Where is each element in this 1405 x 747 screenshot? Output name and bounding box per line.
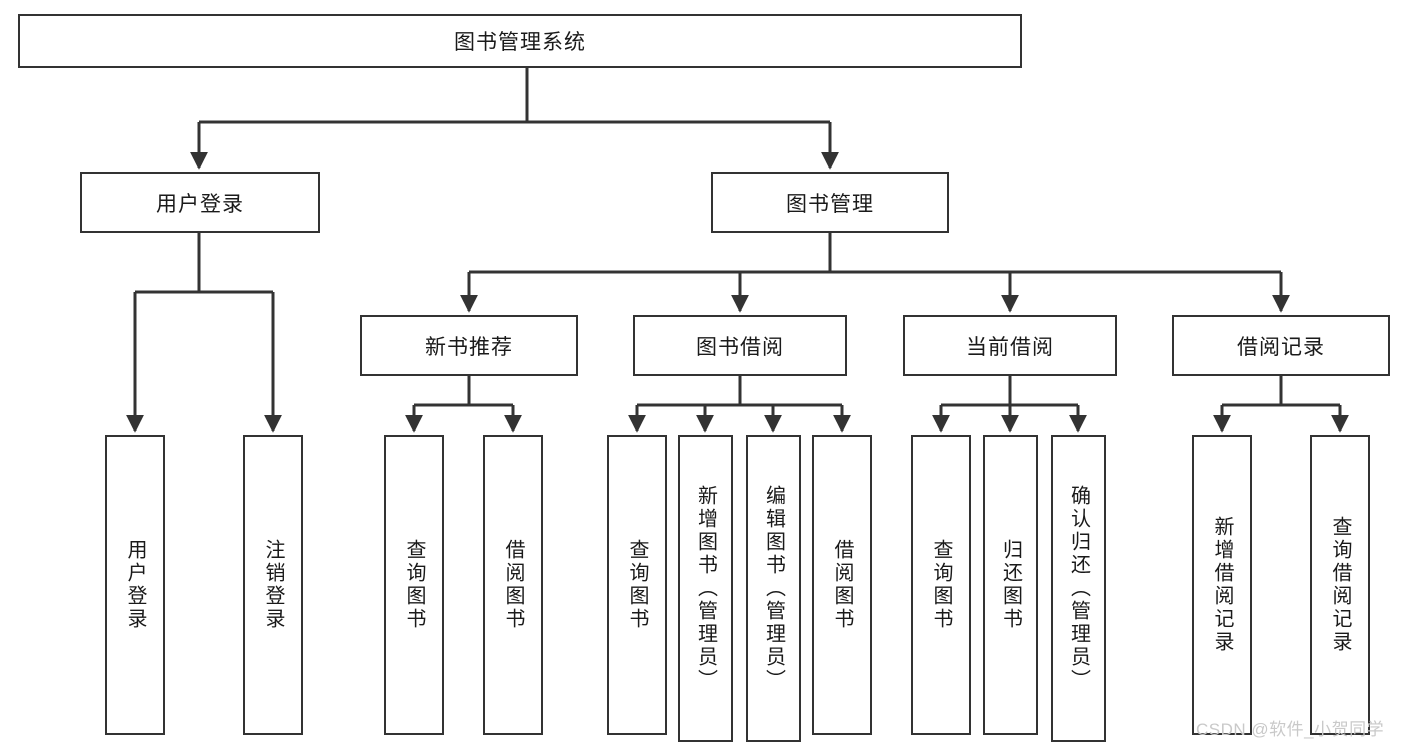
node-root-label: 图书管理系统 xyxy=(454,31,586,54)
leaf-user-logout-label: 注销登录 xyxy=(262,539,284,631)
leaf-confirm-return[interactable]: 确认归还（管理员） xyxy=(1051,435,1106,742)
csdn-watermark: CSDN @软件_小贺同学 xyxy=(1196,720,1385,739)
leaf-user-login-label: 用户登录 xyxy=(124,539,146,631)
leaf-return-book[interactable]: 归还图书 xyxy=(983,435,1038,735)
node-new-book-recommend[interactable]: 新书推荐 xyxy=(360,315,578,376)
leaf-query-book-1-label: 查询图书 xyxy=(403,539,425,631)
node-book-manage[interactable]: 图书管理 xyxy=(711,172,949,233)
leaf-add-record-label: 新增借阅记录 xyxy=(1211,516,1233,654)
node-root[interactable]: 图书管理系统 xyxy=(18,14,1022,68)
leaf-query-book-1[interactable]: 查询图书 xyxy=(384,435,444,735)
leaf-add-book[interactable]: 新增图书（管理员） xyxy=(678,435,733,742)
leaf-user-logout[interactable]: 注销登录 xyxy=(243,435,303,735)
leaf-query-book-3-label: 查询图书 xyxy=(930,539,952,631)
node-new-book-recommend-label: 新书推荐 xyxy=(425,335,513,359)
node-user-login[interactable]: 用户登录 xyxy=(80,172,320,233)
leaf-add-book-label: 新增图书（管理员） xyxy=(694,485,717,692)
node-book-manage-label: 图书管理 xyxy=(786,192,874,216)
leaf-edit-book[interactable]: 编辑图书（管理员） xyxy=(746,435,801,742)
leaf-borrow-book-2[interactable]: 借阅图书 xyxy=(812,435,872,735)
node-book-borrow[interactable]: 图书借阅 xyxy=(633,315,847,376)
node-current-borrow-label: 当前借阅 xyxy=(966,335,1054,359)
leaf-edit-book-label: 编辑图书（管理员） xyxy=(762,485,785,692)
node-borrow-record-label: 借阅记录 xyxy=(1237,335,1325,359)
leaf-borrow-book-1-label: 借阅图书 xyxy=(502,539,524,631)
node-book-borrow-label: 图书借阅 xyxy=(696,335,784,359)
node-user-login-label: 用户登录 xyxy=(156,192,244,216)
leaf-return-book-label: 归还图书 xyxy=(999,539,1022,631)
leaf-add-record[interactable]: 新增借阅记录 xyxy=(1192,435,1252,735)
leaf-query-record[interactable]: 查询借阅记录 xyxy=(1310,435,1370,735)
leaf-user-login[interactable]: 用户登录 xyxy=(105,435,165,735)
node-current-borrow[interactable]: 当前借阅 xyxy=(903,315,1117,376)
leaf-confirm-return-label: 确认归还（管理员） xyxy=(1067,485,1090,692)
leaf-query-book-3[interactable]: 查询图书 xyxy=(911,435,971,735)
leaf-query-record-label: 查询借阅记录 xyxy=(1329,516,1351,654)
leaf-borrow-book-2-label: 借阅图书 xyxy=(831,539,853,631)
leaf-query-book-2-label: 查询图书 xyxy=(626,539,648,631)
leaf-borrow-book-1[interactable]: 借阅图书 xyxy=(483,435,543,735)
node-borrow-record[interactable]: 借阅记录 xyxy=(1172,315,1390,376)
leaf-query-book-2[interactable]: 查询图书 xyxy=(607,435,667,735)
